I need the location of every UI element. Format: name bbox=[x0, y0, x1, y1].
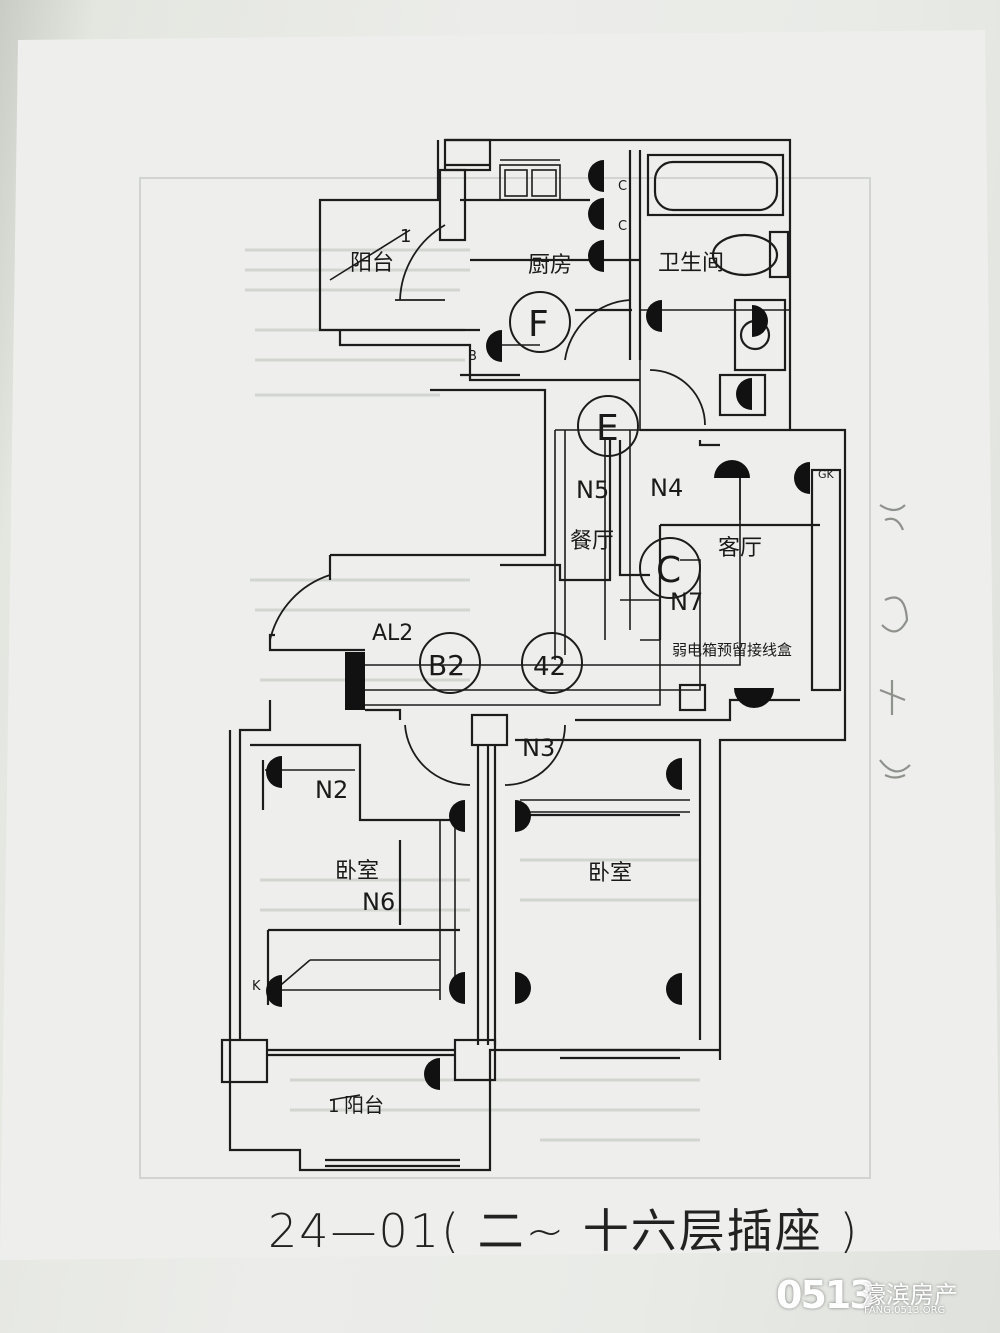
watermark-logo-number: 0513 bbox=[776, 1273, 876, 1317]
socket-icon bbox=[666, 973, 682, 1005]
balcony-top-number: 1 bbox=[400, 226, 411, 247]
circuit-label-n5: N5 bbox=[576, 476, 609, 504]
paper-sheet bbox=[0, 30, 1000, 1260]
circuit-label-c: C bbox=[656, 550, 681, 591]
kitchen-fixtures bbox=[499, 159, 561, 201]
room-label-bathroom: 卫生间 bbox=[658, 251, 724, 276]
room-label-balcony-top: 阳台 bbox=[350, 251, 394, 276]
socket-type-b: B bbox=[468, 349, 477, 364]
room-label-bedroom-left: 卧室 bbox=[335, 859, 379, 884]
socket-icon bbox=[515, 800, 531, 832]
pencil-marks bbox=[879, 504, 911, 779]
socket-icon bbox=[588, 160, 604, 192]
room-label-dining: 餐厅 bbox=[570, 529, 614, 554]
socket-icon bbox=[736, 378, 752, 410]
weak-current-box-note: 弱电箱预留接线盒 bbox=[672, 641, 792, 659]
circuit-label-n7: N7 bbox=[670, 588, 703, 616]
socket-icon bbox=[794, 462, 810, 494]
socket-icon bbox=[424, 1058, 440, 1090]
circuit-label-e: E bbox=[596, 408, 619, 449]
socket-type-k: K bbox=[252, 979, 261, 994]
distribution-panel-al2 bbox=[345, 652, 365, 710]
circuit-label-n6: N6 bbox=[362, 888, 395, 916]
socket-icon bbox=[714, 460, 750, 478]
watermark-site-name: 濠滨房产 bbox=[862, 1281, 958, 1309]
circuit-label-f: F bbox=[528, 304, 549, 345]
watermark-url: FANG.0513.ORG bbox=[864, 1305, 946, 1316]
circuit-label-b2: B2 bbox=[428, 649, 465, 682]
room-label-balcony-bottom: 阳台 bbox=[344, 1093, 384, 1117]
socket-icon bbox=[646, 300, 662, 332]
socket-type-c-1: C bbox=[618, 179, 627, 194]
room-label-kitchen: 厨房 bbox=[528, 253, 572, 278]
socket-icon bbox=[666, 758, 682, 790]
drawing-title: 24—01( 二~ 十六层插座 ) bbox=[268, 1204, 860, 1258]
room-label-living: 客厅 bbox=[718, 536, 762, 561]
circuit-label-n2: N2 bbox=[315, 776, 348, 804]
socket-type-gk: GK bbox=[818, 468, 835, 481]
panel-label-al2: AL2 bbox=[372, 621, 413, 646]
circuit-label-n4: N4 bbox=[650, 474, 683, 502]
socket-icon bbox=[752, 305, 768, 337]
watermark: 0513 濠滨房产 FANG.0513.ORG bbox=[776, 1273, 986, 1323]
circuit-label-n3: N3 bbox=[522, 734, 555, 762]
socket-icon bbox=[588, 198, 604, 230]
socket-type-c-2: C bbox=[618, 219, 627, 234]
walls bbox=[220, 138, 847, 1172]
socket-icon bbox=[449, 972, 465, 1004]
socket-icon bbox=[486, 330, 502, 362]
socket-symbols bbox=[266, 160, 810, 1090]
socket-icon bbox=[266, 975, 282, 1007]
socket-icon bbox=[515, 972, 531, 1004]
balcony-bottom-number: 1 bbox=[328, 1096, 339, 1117]
door-swings bbox=[269, 224, 706, 786]
socket-icon bbox=[588, 240, 604, 272]
room-label-bedroom-right: 卧室 bbox=[588, 861, 632, 886]
socket-icon bbox=[734, 688, 774, 708]
circuit-label-42: 42 bbox=[533, 652, 566, 682]
socket-icon bbox=[449, 800, 465, 832]
socket-icon bbox=[266, 756, 282, 788]
circuit-markers bbox=[419, 291, 701, 694]
